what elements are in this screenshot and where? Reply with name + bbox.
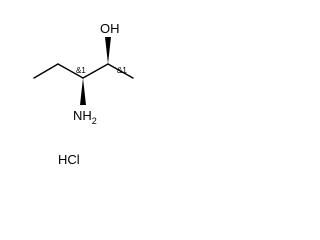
- hydroxyl-label: OH: [100, 21, 120, 36]
- bond-c3-c2: [82, 63, 109, 79]
- bond-c4-c3: [57, 63, 84, 79]
- amine-subscript: 2: [92, 116, 97, 126]
- amine-base: NH: [73, 108, 92, 123]
- stereo-label-c2: &1: [117, 66, 127, 75]
- chemical-structure-diagram: OH NH2 &1 &1 HCl: [33, 21, 134, 167]
- bond-c2-c1: [107, 63, 134, 79]
- wedge-bond-c3-n: [80, 78, 86, 105]
- stereo-label-c3: &1: [76, 66, 86, 75]
- amine-label: NH2: [73, 108, 97, 126]
- bond-c5-c4: [33, 63, 59, 79]
- wedge-bond-c2-o: [105, 37, 111, 64]
- salt-label: HCl: [58, 152, 80, 167]
